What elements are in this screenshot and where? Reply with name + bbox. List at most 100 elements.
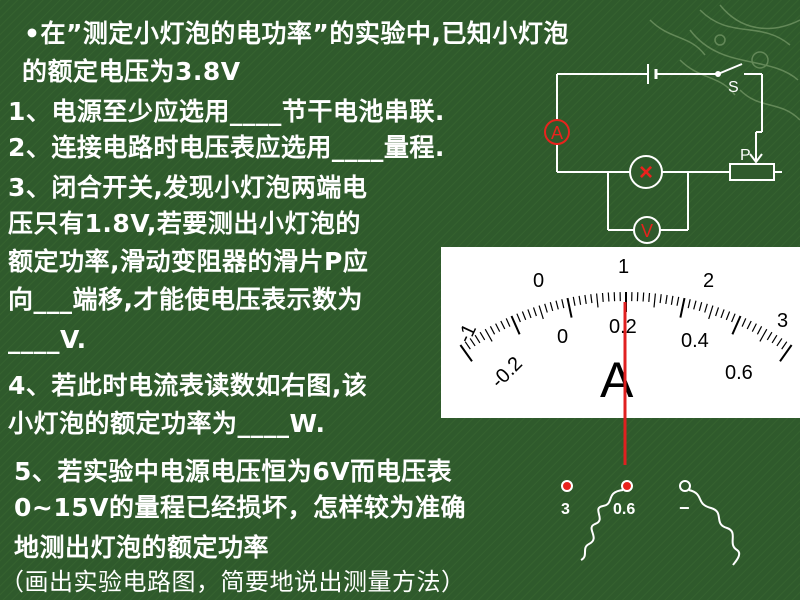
- terminal-0.6: [621, 480, 633, 492]
- dial-unit: A: [600, 352, 634, 408]
- question-3-line-2: 压只有1.8V,若要测出小灯泡的: [8, 209, 361, 238]
- question-4-line-2: 小灯泡的额定功率为____W.: [8, 409, 326, 438]
- ammeter-label: A: [551, 123, 563, 143]
- dial-tick: [510, 315, 521, 335]
- intro-line-1: •在”测定小灯泡的电功率”的实验中,已知小灯泡: [24, 19, 569, 48]
- lamp-symbol: ×: [639, 159, 653, 186]
- dial-tick: [505, 318, 511, 327]
- dial-tick: [549, 302, 554, 312]
- dial-tick: [489, 326, 496, 335]
- dial-tick: [584, 294, 587, 304]
- intro-line-2: 的额定电压为3.8V: [22, 57, 241, 86]
- question-5-line-3: 地测出灯泡的额定功率: [14, 533, 270, 562]
- dial-tick: [561, 299, 565, 309]
- dial-tick: [665, 294, 668, 304]
- lower-scale-label: 0.2: [609, 316, 637, 338]
- lead-wire-icon: [688, 489, 741, 566]
- dial-tick: [659, 294, 662, 304]
- lower-scale-label: -0.2: [487, 353, 527, 393]
- upper-scale-label: 2: [703, 270, 714, 292]
- ammeter-needle: [623, 302, 627, 465]
- dial-tick: [516, 313, 521, 323]
- dial-tick: [474, 334, 481, 344]
- decorative-swirl-icon: [649, 4, 800, 121]
- terminal-minus: [679, 480, 691, 492]
- dial-tick: [687, 299, 691, 309]
- dial-tick: [544, 303, 548, 313]
- question-5-line-1: 5、若实验中电源电压恒为6V而电压表: [14, 457, 453, 486]
- dial-tick: [648, 292, 651, 302]
- dial-tick: [759, 328, 768, 342]
- dial-tick: [741, 318, 747, 327]
- dial-tick: [572, 296, 576, 306]
- dial-tick: [459, 344, 473, 362]
- dial-tick: [479, 331, 486, 341]
- question-5-line-2: 0~15V的量程已经损坏，怎样较为准确: [14, 493, 466, 522]
- dial-tick: [521, 311, 527, 321]
- ammeter-terminals: 3 0.6 −: [561, 480, 741, 566]
- lead-wire-icon: [580, 489, 624, 561]
- terminal-label: 0.6: [613, 501, 635, 518]
- dial-tick: [469, 338, 476, 347]
- dial-tick: [607, 292, 610, 302]
- dial-tick: [590, 294, 593, 304]
- dial-tick: [725, 311, 731, 321]
- lower-scale-label: 0.6: [725, 362, 753, 384]
- question-1: 1、电源至少应选用____节干电池串联.: [8, 97, 445, 126]
- dial-tick: [601, 292, 604, 302]
- question-3-line-4: 向___端移,才能使电压表示数为: [8, 285, 363, 314]
- voltmeter-label: V: [641, 221, 653, 241]
- terminal-label: 3: [561, 501, 570, 518]
- dial-tick: [731, 313, 736, 323]
- dial-tick: [653, 293, 656, 308]
- upper-scale-label: 0: [533, 270, 544, 292]
- question-3-line-1: 3、闭合开关,发现小灯泡两端电: [8, 173, 368, 202]
- dial-tick: [776, 338, 783, 347]
- question-2: 2、连接电路时电压表应选用____量程.: [8, 133, 445, 162]
- dial-tick: [704, 303, 708, 313]
- dial-tick: [538, 305, 544, 320]
- upper-scale-label: 1: [618, 256, 629, 278]
- question-5-line-4: （画出实验电路图，简要地说出测量方法）: [0, 568, 466, 596]
- switch-label: S: [728, 79, 739, 96]
- rheostat-label: P: [740, 147, 751, 164]
- dial-tick: [779, 344, 793, 362]
- question-3-line-3: 额定功率,滑动变阻器的滑片P应: [8, 247, 369, 276]
- ammeter-dial-panel: [441, 247, 800, 418]
- dial-tick: [566, 297, 573, 318]
- dial-tick: [693, 300, 697, 310]
- dial-tick: [642, 292, 645, 302]
- dial-tick: [771, 334, 778, 344]
- terminal-3: [561, 480, 573, 492]
- dial-tick: [676, 296, 680, 306]
- dial-tick: [527, 309, 532, 319]
- terminal-label: −: [679, 498, 690, 518]
- circuit-diagram: A × V S P: [544, 63, 782, 244]
- lower-scale-label: 0.4: [681, 330, 709, 352]
- dial-tick: [715, 307, 720, 317]
- dial-tick: [596, 293, 599, 308]
- dial-tick: [670, 295, 674, 305]
- dial-tick: [484, 328, 493, 342]
- dial-tick: [555, 300, 559, 310]
- question-4-line-1: 4、若此时电流表读数如右图,该: [8, 371, 368, 400]
- dial-tick: [766, 331, 773, 341]
- upper-scale-label: 3: [777, 310, 788, 332]
- dial-tick: [464, 341, 471, 350]
- dial-tick: [495, 323, 501, 332]
- question-3-line-5: ____V.: [8, 325, 87, 354]
- dial-tick: [746, 320, 752, 330]
- upper-scale-label: -1: [454, 321, 481, 346]
- dial-tick: [781, 341, 788, 350]
- dial-tick: [532, 307, 537, 317]
- lower-scale-label: 0: [557, 326, 568, 348]
- dial-tick: [751, 323, 757, 332]
- dial-tick: [708, 305, 714, 320]
- dial-tick: [679, 297, 686, 318]
- dial-tick: [578, 295, 582, 305]
- dial-tick: [500, 320, 506, 330]
- dial-tick: [756, 326, 763, 335]
- dial-tick: [698, 302, 703, 312]
- dial-tick: [720, 309, 725, 319]
